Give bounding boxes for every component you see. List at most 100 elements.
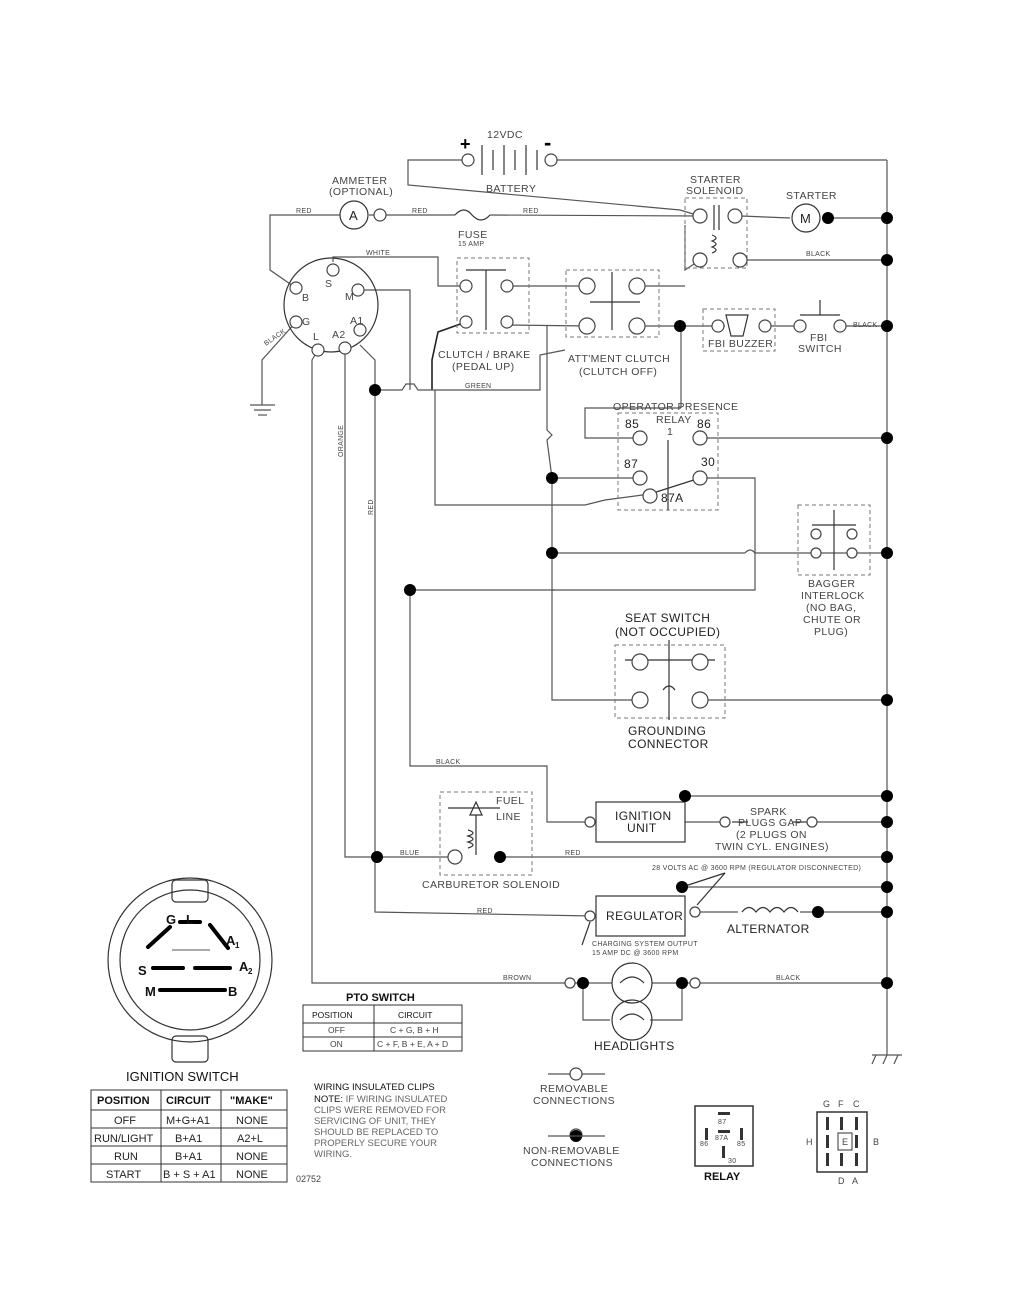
battery-symbol <box>481 145 538 175</box>
relay-87a: 87A <box>661 491 684 505</box>
wire-white: WHITE <box>366 250 390 257</box>
sw-b: B <box>228 984 237 999</box>
relay-symbol <box>649 440 701 510</box>
pto-legend: G F C H E B D A <box>806 1099 879 1186</box>
fuel-line-label: FUEL <box>496 795 524 807</box>
wire-black-head: BLACK <box>776 975 800 982</box>
ign-header-make: "MAKE" <box>230 1095 273 1107</box>
charging-label: CHARGING SYSTEM OUTPUT <box>592 941 698 948</box>
ammeter-symbol-text: A <box>349 208 358 223</box>
component-boxes <box>439 197 871 937</box>
wire-orange: ORANGE <box>338 425 345 457</box>
regulator-arrows <box>581 872 726 946</box>
ignition-unit-label: IGNITION <box>615 809 672 823</box>
removable-label-2: CONNECTIONS <box>533 1095 615 1107</box>
relay-86: 86 <box>697 417 711 431</box>
charging-label-2: 15 AMP DC @ 3600 RPM <box>592 950 679 957</box>
ammeter-symbol <box>339 200 369 230</box>
ign-row-2-circ: B+A1 <box>175 1151 202 1163</box>
ign-row-1-make: A2+L <box>237 1133 263 1145</box>
ignition-switch-table: IGNITION SWITCH POSITION CIRCUIT "MAKE" … <box>90 1069 288 1183</box>
sw-l: L <box>186 912 194 927</box>
wire-red-2: RED <box>412 208 428 215</box>
clips-note-line-2: CLIPS WERE REMOVED FOR <box>314 1105 446 1116</box>
relay-legend-87: 87 <box>718 1119 726 1126</box>
pto-row-0-pos: OFF <box>328 1025 345 1035</box>
carb-solenoid-label: CARBURETOR SOLENOID <box>422 879 560 891</box>
fbi-buzzer-label: FBI BUZZER <box>708 338 773 350</box>
relay-legend-86: 86 <box>700 1141 708 1148</box>
pto-legend-e: E <box>842 1137 848 1147</box>
ammeter-label: AMMETER <box>332 175 387 187</box>
starter-solenoid-label: STARTER <box>690 174 741 186</box>
relay-label-2: RELAY <box>656 414 692 426</box>
ign-row-3-make: NONE <box>236 1169 268 1181</box>
ammeter-optional: (OPTIONAL) <box>329 186 393 198</box>
battery-voltage: 12VDC <box>487 129 523 141</box>
clips-note-title: WIRING INSULATED CLIPS <box>314 1082 435 1093</box>
ign-row-1-pos: RUN/LIGHT <box>94 1133 154 1145</box>
spark-label-4: TWIN CYL. ENGINES) <box>715 841 829 853</box>
pto-switch-title: PTO SWITCH <box>346 992 415 1004</box>
ignition-switch-schematic <box>283 257 379 353</box>
pto-switch-table: PTO SWITCH POSITION CIRCUIT OFF C + G, B… <box>302 992 463 1052</box>
clutch-brake-label: CLUTCH / BRAKE <box>438 349 531 361</box>
sw-m: M <box>145 984 156 999</box>
sw-a2-sub: 2 <box>248 967 253 976</box>
relay-label: OPERATOR PRESENCE <box>613 401 738 413</box>
ign-row-2-pos: RUN <box>114 1151 138 1163</box>
grounding-label-2: CONNECTOR <box>628 737 709 751</box>
clips-note-line-5: PROPERLY SECURE YOUR <box>314 1138 437 1149</box>
wire-blue: BLUE <box>400 850 420 857</box>
bagger-label-3: (NO BAG, <box>806 602 856 614</box>
battery-plus: + <box>460 134 471 154</box>
bagger-label-1: BAGGER <box>808 578 855 590</box>
pto-row-0-circ: C + G, B + H <box>390 1025 439 1035</box>
pto-legend-d: D <box>838 1176 845 1186</box>
wire-black-fbi: BLACK <box>853 322 877 329</box>
relay-85: 85 <box>625 417 639 431</box>
ign-term-a1: A1 <box>350 315 364 327</box>
fuel-line-symbol <box>448 800 500 855</box>
bagger-label-2: INTERLOCK <box>801 590 865 602</box>
wire-red-reg: RED <box>477 908 493 915</box>
relay-legend: 87 87A 86 85 30 RELAY <box>694 1105 754 1183</box>
bagger-label-5: PLUG) <box>814 626 848 638</box>
spark-label-3: (2 PLUGS ON <box>736 829 807 841</box>
sw-g: G <box>166 912 176 927</box>
relay-legend-label: RELAY <box>704 1171 741 1183</box>
non-removable-connections <box>369 212 893 1142</box>
ign-row-0-circ: M+G+A1 <box>166 1115 210 1127</box>
fuse-rating: 15 AMP <box>458 241 484 248</box>
clips-note-line-4: SHOULD BE REPLACED TO <box>314 1127 438 1138</box>
relay-30: 30 <box>701 455 715 469</box>
seat-switch-label-2: (NOT OCCUPIED) <box>615 625 720 639</box>
ign-row-1-circ: B+A1 <box>175 1133 202 1145</box>
starter-symbol-text: M <box>800 211 811 226</box>
relay-87: 87 <box>624 457 638 471</box>
non-removable-label-2: CONNECTIONS <box>531 1157 613 1169</box>
ign-row-0-pos: OFF <box>114 1115 136 1127</box>
wire-green: GREEN <box>465 383 491 390</box>
fbi-switch-label: FBI <box>810 332 828 344</box>
ign-row-0-make: NONE <box>236 1115 268 1127</box>
spark-label-2: PLUGS GAP <box>738 817 802 829</box>
starter-label: STARTER <box>786 190 837 202</box>
ign-term-a2: A2 <box>332 329 346 341</box>
ign-row-3-circ: B + S + A1 <box>163 1169 216 1181</box>
sw-a1: A <box>226 933 236 948</box>
attment-clutch-label-2: (CLUTCH OFF) <box>579 366 657 378</box>
clips-note-line-3: SERVICING OF UNIT, THEY <box>314 1116 437 1127</box>
seat-switch-label: SEAT SWITCH <box>625 611 710 625</box>
pto-row-1-pos: ON <box>330 1039 343 1049</box>
pto-legend-h: H <box>806 1137 813 1147</box>
pto-legend-a: A <box>852 1176 858 1186</box>
ign-term-b: B <box>302 292 309 304</box>
battery-label: BATTERY <box>486 183 536 195</box>
wire-black-ign: BLACK <box>436 759 460 766</box>
spark-label-1: SPARK <box>750 806 787 818</box>
sw-a1-sub: 1 <box>235 941 240 950</box>
ign-header-position: POSITION <box>97 1095 150 1107</box>
clips-note-line-1: NOTE: IF WIRING INSULATED <box>314 1094 447 1105</box>
